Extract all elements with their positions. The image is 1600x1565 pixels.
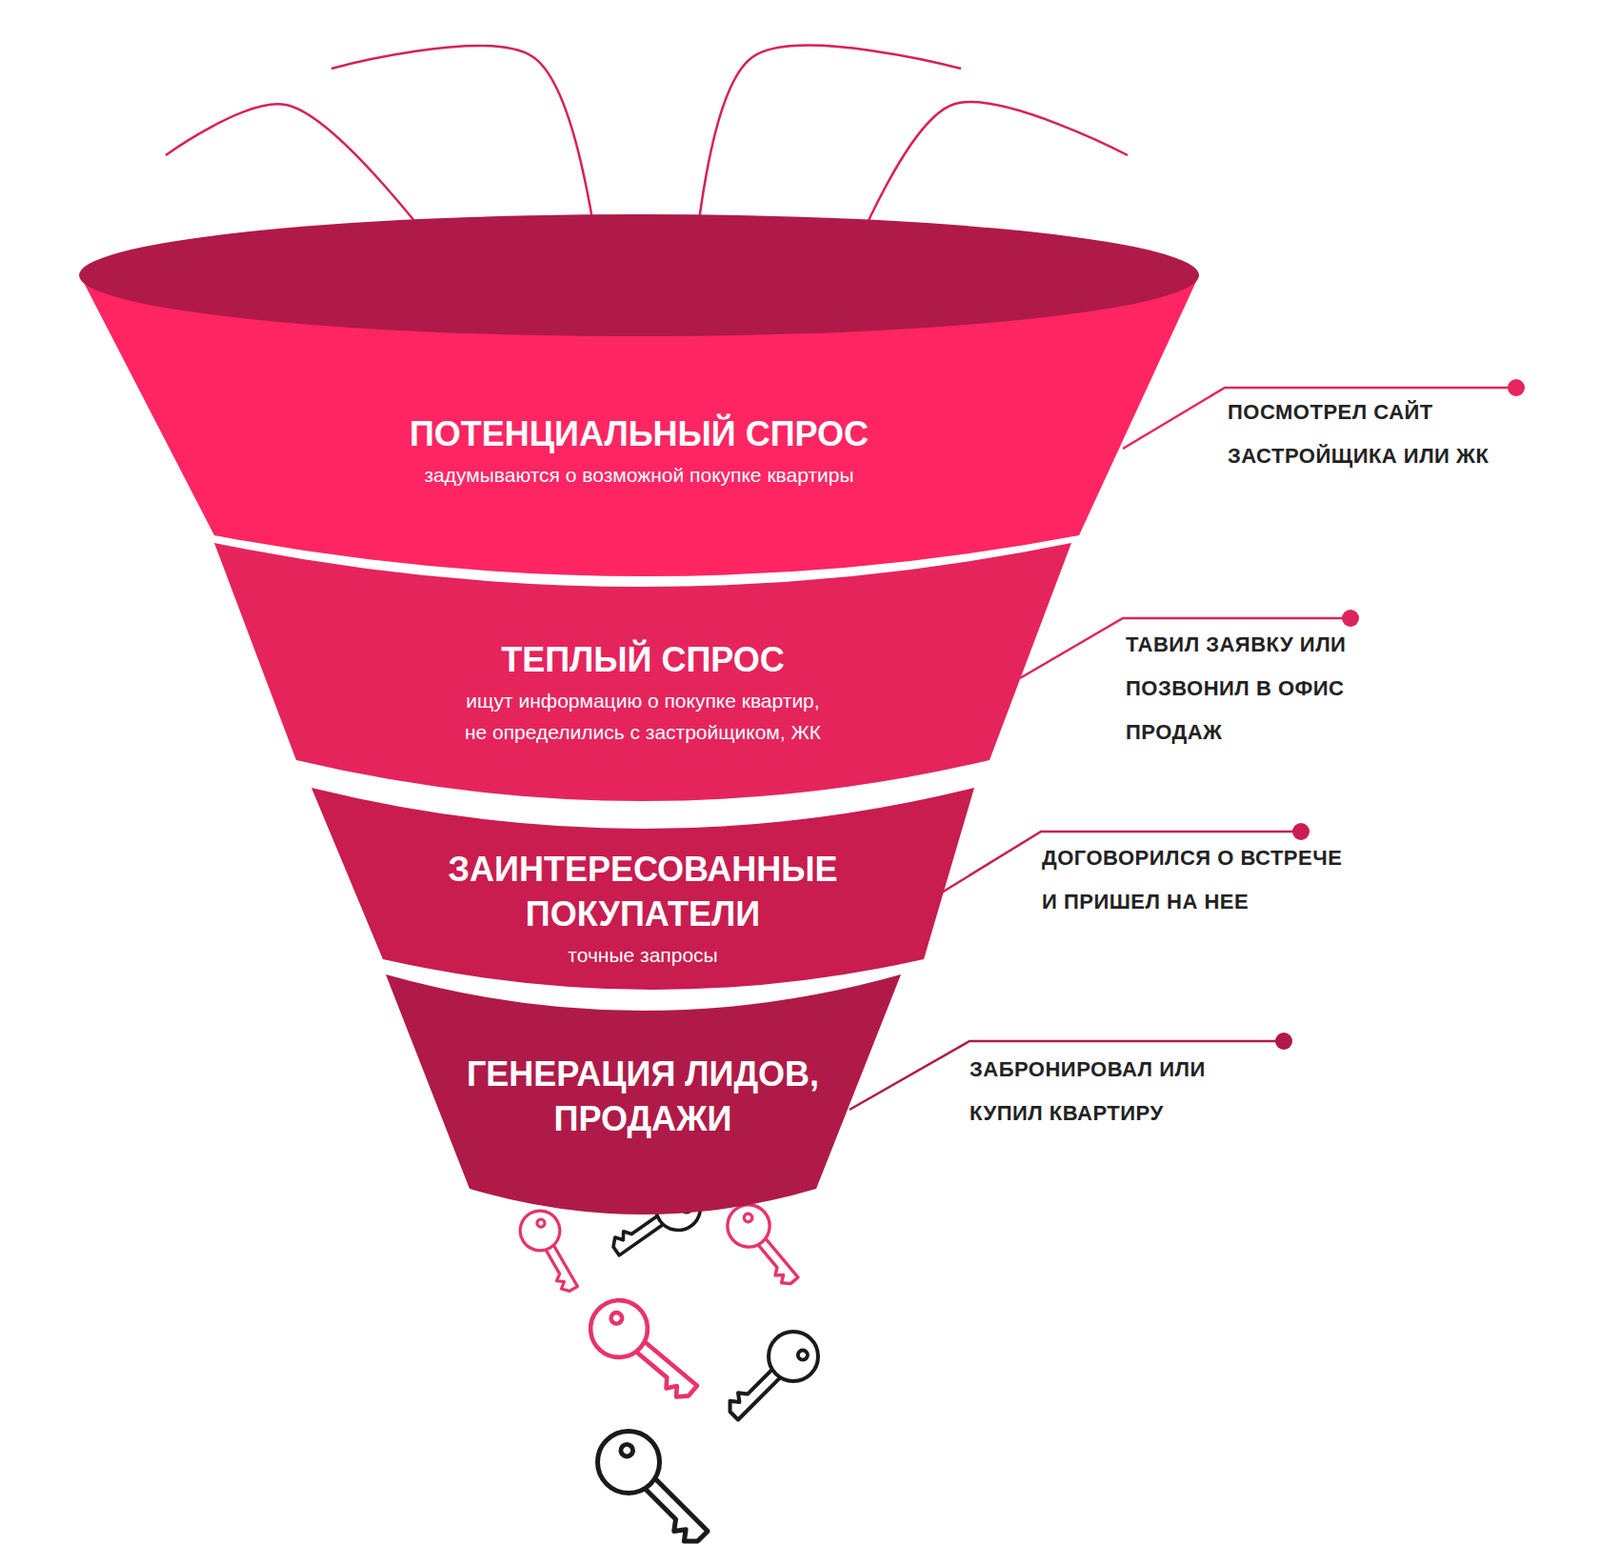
band-text: ТЕПЛЫЙ СПРОСищут информацию о покупке кв… [461,638,824,749]
band-text: ЗАИНТЕРЕСОВАННЫЕ ПОКУПАТЕЛИточные запрос… [419,847,867,971]
key-icon [513,1203,592,1300]
funnel-band: ЗАИНТЕРЕСОВАННЫЕ ПОКУПАТЕЛИточные запрос… [306,782,980,998]
leader-dot [1292,822,1310,840]
key-icon [584,1418,725,1559]
band-fill [385,974,901,1215]
band-heading: ЗАИНТЕРЕСОВАННЫЕ ПОКУПАТЕЛИ [419,847,867,938]
key-icon [719,1196,811,1295]
band-fill [214,542,1072,801]
band-description: точные запросы [419,939,867,972]
funnel-mouth [79,214,1200,337]
funnel-band: ТЕПЛЫЙ СПРОСищут информацию о покупке кв… [209,538,1077,810]
leader-dot [1275,1032,1293,1050]
band-text: ПОТЕНЦИАЛЬНЫЙ СПРОСзадумываются о возмож… [248,412,1030,491]
band-text: ГЕНЕРАЦИЯ ЛИДОВ, ПРОДАЖИ [438,1052,848,1142]
band-shape [380,969,906,1222]
stage-action: ТАВИЛ ЗАЯВКУ ИЛИ ПОЗВОНИЛ В ОФИС ПРОДАЖ [1125,622,1431,755]
band-heading: ПОТЕНЦИАЛЬНЫЙ СПРОС [248,412,1030,458]
key-icon [579,1288,712,1413]
leader-dot [1507,379,1525,397]
band-heading: ГЕНЕРАЦИЯ ЛИДОВ, ПРОДАЖИ [438,1052,848,1142]
band-fill [311,787,975,990]
band-description: задумываются о возможной покупке квартир… [248,459,1030,492]
stage-action: ПОСМОТРЕЛ САЙТ ЗАСТРОЙЩИКА ИЛИ ЖК [1227,390,1542,479]
leader-dot [1341,609,1360,627]
funnel-band: ПОТЕНЦИАЛЬНЫЙ СПРОСзадумываются о возмож… [76,209,1205,586]
stage-action: ДОГОВОРИЛСЯ О ВСТРЕЧЕ И ПРИШЕЛ НА НЕЕ [1041,836,1357,924]
band-description: ищут информацию о покупке квартир, не оп… [461,684,824,749]
funnel-band: ГЕНЕРАЦИЯ ЛИДОВ, ПРОДАЖИ [380,969,906,1222]
key-icon [716,1320,828,1433]
stage-action: ЗАБРОНИРОВАЛ ИЛИ КУПИЛ КВАРТИРУ [969,1047,1284,1136]
band-heading: ТЕПЛЫЙ СПРОС [461,638,824,683]
band-shape [76,209,1205,586]
